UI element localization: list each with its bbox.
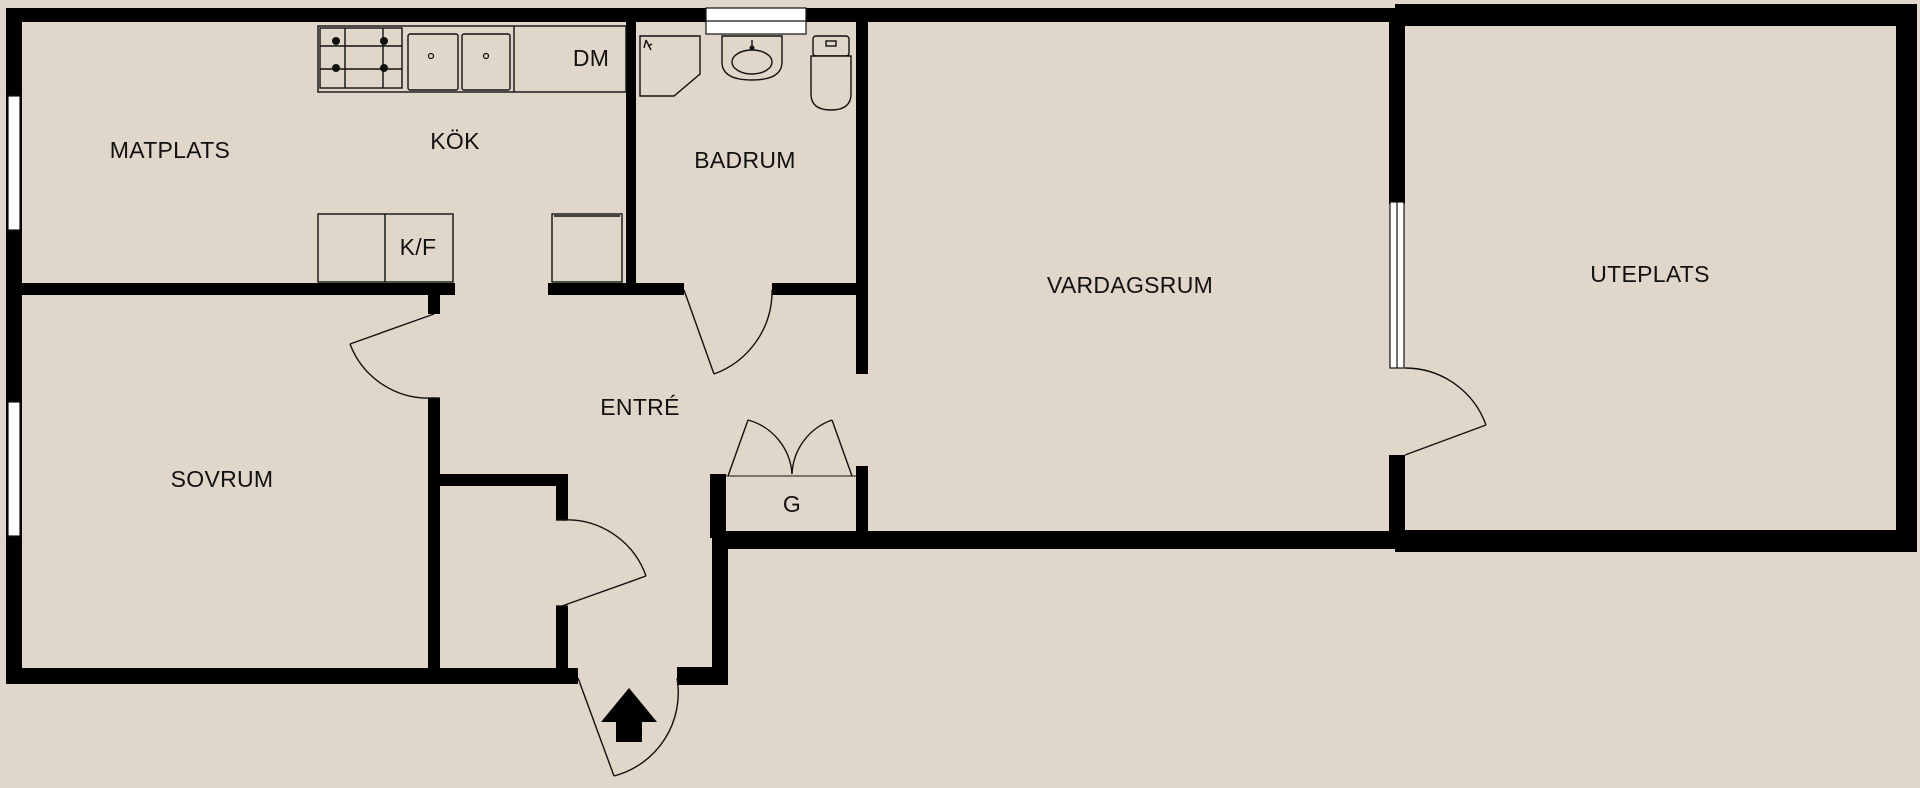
door-badrum [683, 289, 773, 375]
toilet-icon [810, 35, 852, 111]
appliance-label-dishwasher: DM [573, 45, 609, 71]
doors [349, 289, 1487, 777]
door-closet [556, 519, 647, 607]
room-labels: MATPLATS KÖK BADRUM VARDAGSRUM UTEPLATS … [110, 45, 1710, 517]
entrance-arrow-icon [601, 688, 657, 742]
windows [7, 7, 1405, 537]
room-label-vardagsrum: VARDAGSRUM [1047, 272, 1213, 298]
room-label-badrum: BADRUM [694, 147, 795, 173]
window-sovrum [7, 401, 21, 537]
room-label-uteplats: UTEPLATS [1590, 261, 1710, 287]
room-label-entre: ENTRÉ [600, 394, 679, 420]
door-garderob [726, 419, 856, 477]
door-sovrum [349, 313, 440, 399]
stove-icon [319, 27, 403, 89]
room-label-kok: KÖK [430, 128, 480, 154]
bathroom-fixtures [639, 35, 852, 111]
room-label-garderob: G [783, 491, 801, 517]
appliance-label-fridge-freezer: K/F [400, 234, 437, 260]
kitchen-sink-icon [407, 33, 511, 91]
room-label-sovrum: SOVRUM [171, 466, 274, 492]
window-matplats [7, 95, 21, 231]
washbasin-icon [721, 35, 783, 81]
door-uteplats [1404, 367, 1487, 456]
kitchen-fixtures [317, 25, 627, 283]
door-entrance [577, 677, 679, 777]
room-label-matplats: MATPLATS [110, 137, 230, 163]
